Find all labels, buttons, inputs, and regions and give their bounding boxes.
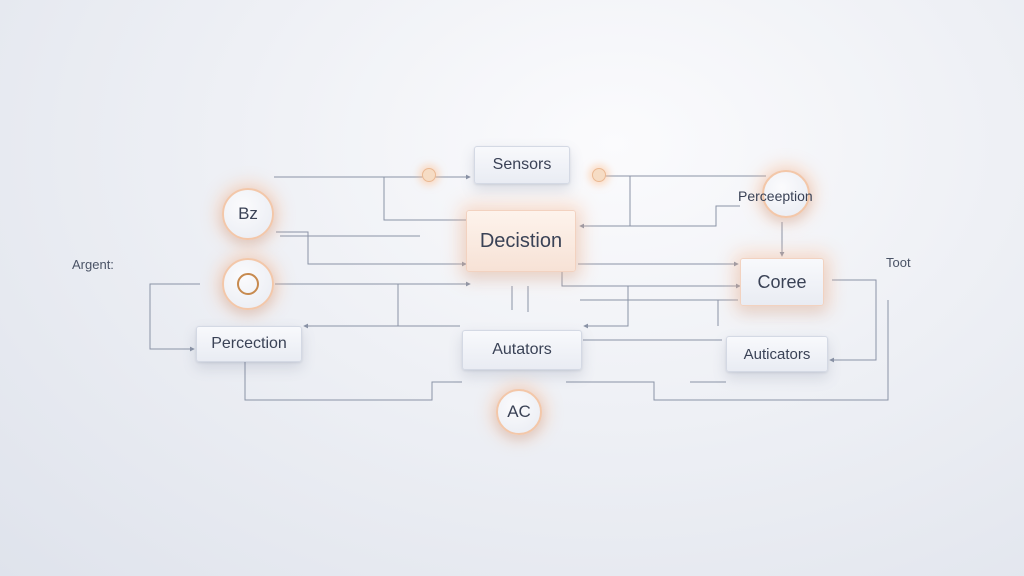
junction-dot-left: [422, 168, 436, 182]
sensors-label: Sensors: [492, 156, 552, 173]
connector: [829, 279, 877, 363]
connector: [276, 231, 467, 267]
connector: [583, 286, 629, 329]
ac-node[interactable]: AC: [496, 389, 542, 435]
connector: [244, 362, 462, 401]
agent-label: Argent:: [72, 257, 114, 272]
perception-right-label: Perceeption: [738, 188, 813, 204]
connector: [580, 205, 740, 227]
junction-dot-right: [592, 168, 606, 182]
auticators-label: Auticators: [743, 345, 811, 363]
core-node[interactable]: Coree: [740, 258, 824, 306]
connector: [579, 176, 631, 229]
sensors-node[interactable]: Sensors: [474, 146, 570, 184]
connector: [566, 300, 889, 401]
autators-node[interactable]: Autators: [462, 330, 582, 370]
o-label: O: [237, 273, 259, 295]
connector: [383, 177, 470, 221]
autators-label: Autators: [492, 341, 552, 358]
toot-label: Toot: [886, 255, 911, 270]
connector: [397, 284, 460, 327]
perception-right-circle: [762, 170, 810, 218]
connector: [561, 272, 741, 289]
connector: [149, 283, 200, 352]
core-label: Coree: [757, 271, 807, 292]
bx-label: Bz: [238, 204, 258, 223]
perception-left-label: Percection: [211, 335, 287, 352]
perception-left-node[interactable]: Percection: [196, 326, 302, 362]
o-node[interactable]: O: [222, 258, 274, 310]
auticators-node[interactable]: Auticators: [726, 336, 828, 372]
bx-node[interactable]: Bz: [222, 188, 274, 240]
decision-node[interactable]: Decistion: [466, 210, 576, 272]
decision-label: Decistion: [479, 229, 563, 252]
ac-label: AC: [507, 402, 531, 421]
